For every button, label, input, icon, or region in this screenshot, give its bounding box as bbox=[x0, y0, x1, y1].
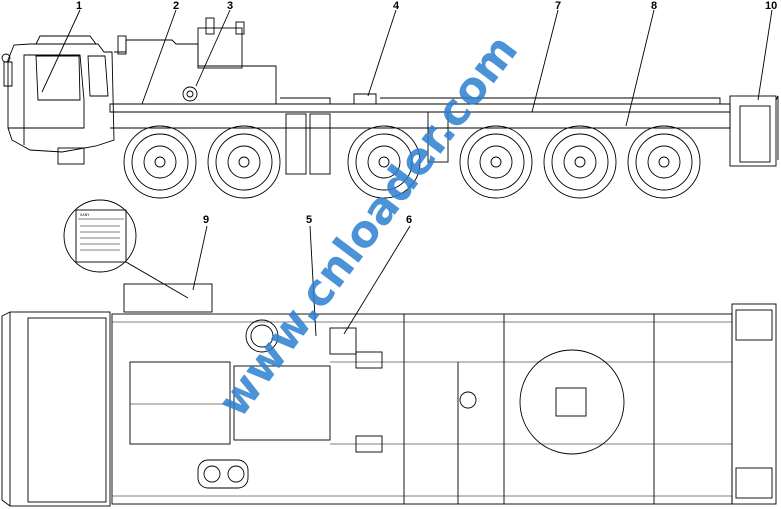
nameplate-inset: SANY bbox=[63, 199, 189, 299]
callout-6: 6 bbox=[406, 214, 412, 226]
top-view bbox=[1, 283, 777, 507]
watermark: www.cnloader.com bbox=[208, 25, 528, 426]
slewing-ring bbox=[519, 349, 625, 455]
wheel bbox=[459, 125, 533, 199]
engine-compartment bbox=[114, 17, 277, 105]
callout-4: 4 bbox=[393, 0, 400, 12]
callout-10: 10 bbox=[765, 0, 777, 12]
chassis-frame bbox=[109, 93, 779, 175]
frame-top bbox=[111, 313, 733, 505]
side-view bbox=[1, 17, 779, 199]
cab bbox=[1, 35, 115, 165]
callout-5: 5 bbox=[306, 214, 312, 226]
step-box bbox=[197, 459, 249, 489]
nameplate-brand: SANY bbox=[80, 213, 90, 217]
callout-leaders bbox=[41, 9, 773, 337]
callout-7: 7 bbox=[555, 0, 561, 12]
wheel bbox=[627, 125, 701, 199]
wheel bbox=[207, 125, 281, 199]
callout-3: 3 bbox=[227, 0, 233, 12]
callout-1: 1 bbox=[76, 0, 82, 12]
callout-numbers: 1 2 3 4 5 6 7 8 9 10 bbox=[76, 0, 777, 226]
callout-2: 2 bbox=[173, 0, 179, 12]
nameplate bbox=[75, 209, 127, 263]
filler-cap bbox=[245, 319, 279, 353]
callout-9: 9 bbox=[203, 214, 209, 226]
wheel bbox=[123, 125, 197, 199]
wheels bbox=[123, 125, 701, 199]
tank-top bbox=[123, 283, 213, 313]
cab-top bbox=[9, 311, 111, 507]
callout-8: 8 bbox=[651, 0, 657, 12]
wheel bbox=[347, 125, 421, 199]
engine-top bbox=[129, 361, 231, 445]
wheel bbox=[543, 125, 617, 199]
